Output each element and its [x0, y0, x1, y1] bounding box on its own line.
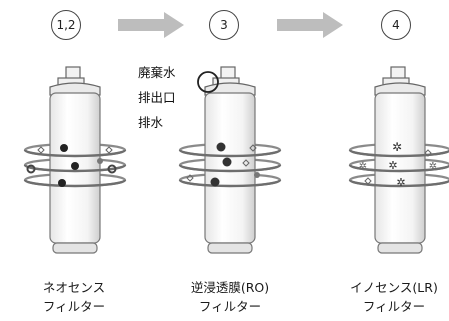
neo-sense-filter-caption: ネオセンス フィルター [22, 278, 126, 316]
side-label-outlet: 排出口 [138, 90, 176, 105]
ro-membrane-filter-caption: 逆浸透膜(RO) フィルター [165, 278, 295, 316]
step-number-3: 4 [392, 18, 400, 32]
svg-text:✲: ✲ [388, 159, 397, 172]
caption-line-1: ネオセンス [42, 280, 106, 295]
caption-line-2: フィルター [42, 299, 106, 314]
step-number-2: 3 [220, 18, 228, 32]
svg-text:✲: ✲ [359, 161, 367, 172]
caption-line-2: フィルター [362, 299, 426, 314]
step-number-1: 1,2 [56, 18, 76, 32]
inno-sense-filter-caption: イノセンス(LR) フィルター [339, 278, 449, 316]
arrow-right-icon [118, 12, 184, 38]
caption-line-1: 逆浸透膜(RO) [190, 280, 270, 295]
ro-membrane-filter-image [178, 66, 282, 254]
svg-text:✲: ✲ [396, 176, 405, 189]
step-circle-2: 3 [209, 10, 239, 40]
side-label-waste-water: 廃棄水 [138, 65, 176, 80]
side-label-drain: 排水 [138, 115, 164, 130]
svg-text:✲: ✲ [429, 161, 437, 172]
step-circle-1: 1,2 [51, 10, 81, 40]
caption-line-1: イノセンス(LR) [350, 280, 438, 295]
arrow-right-icon [277, 12, 343, 38]
step-circle-3: 4 [381, 10, 411, 40]
neo-sense-filter-image [23, 66, 127, 254]
caption-line-2: フィルター [198, 299, 262, 314]
svg-text:✲: ✲ [392, 140, 402, 154]
inno-sense-filter-image: ✲ ✲ ✲ ✲ ✲ [348, 66, 449, 254]
